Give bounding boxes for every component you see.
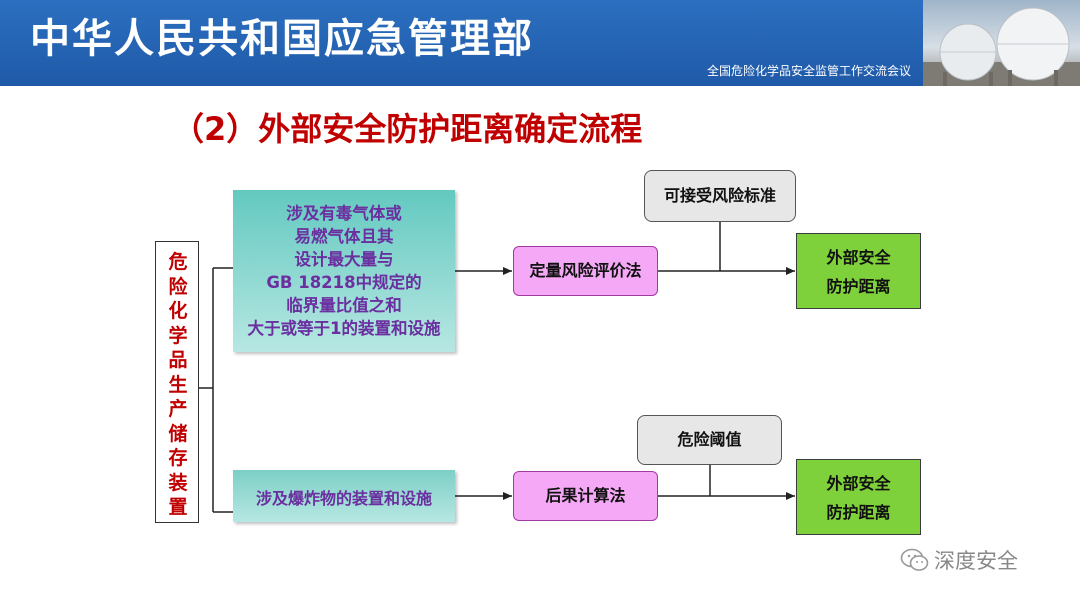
wechat-icon <box>900 547 930 578</box>
result-external-safety-distance-top: 外部安全 防护距离 <box>796 233 921 309</box>
vertical-char: 品 <box>168 349 188 371</box>
result-line: 防护距离 <box>826 503 891 522</box>
header-banner: 中华人民共和国应急管理部 全国危险化学品安全监管工作交流会议 <box>0 0 923 86</box>
hazardous-installation-box: 危险化学品生产储存装置 <box>155 241 199 523</box>
vertical-char: 存 <box>168 447 188 469</box>
vertical-char: 储 <box>168 422 188 445</box>
vertical-char: 危 <box>168 251 188 273</box>
method-consequence-calculation: 后果计算法 <box>513 471 658 521</box>
result-external-safety-distance-bottom: 外部安全 防护距离 <box>796 459 921 535</box>
vertical-char: 学 <box>168 324 188 347</box>
header-subtitle: 全国危险化学品安全监管工作交流会议 <box>706 64 911 78</box>
condition-toxic-flammable-text: 涉及有毒气体或 易燃气体且其 设计最大量与 GB 18218中规定的 临界量比值… <box>233 202 455 340</box>
watermark: 深度安全 <box>900 545 1018 578</box>
condition-explosives: 涉及爆炸物的装置和设施 <box>233 470 455 522</box>
condition-line: 临界量比值之和 <box>286 296 402 315</box>
method-quantitative-risk-assessment: 定量风险评价法 <box>513 246 658 296</box>
page-title: （2）外部安全防护距离确定流程 <box>172 110 643 148</box>
vertical-char: 险 <box>168 275 188 298</box>
vertical-char: 产 <box>168 398 188 420</box>
vertical-char: 装 <box>168 471 188 494</box>
result-line: 防护距离 <box>826 277 891 296</box>
condition-line: 易燃气体且其 <box>294 227 394 246</box>
condition-line: 大于或等于1的装置和设施 <box>247 319 441 338</box>
vertical-char: 化 <box>168 300 188 322</box>
condition-line: 设计最大量与 <box>294 250 394 269</box>
result-line: 外部安全 <box>826 248 891 267</box>
result-line: 外部安全 <box>826 474 891 493</box>
condition-toxic-flammable: 涉及有毒气体或 易燃气体且其 设计最大量与 GB 18218中规定的 临界量比值… <box>233 190 455 352</box>
condition-line: 涉及有毒气体或 <box>286 204 402 223</box>
watermark-text: 深度安全 <box>934 549 1018 573</box>
criteria-hazard-threshold: 危险阈值 <box>637 415 782 465</box>
criteria-acceptable-risk: 可接受风险标准 <box>644 170 796 222</box>
vertical-char: 生 <box>168 373 188 396</box>
hazardous-installation-label: 危险化学品生产储存装置 <box>156 250 200 520</box>
vertical-char: 置 <box>168 496 188 518</box>
header-title: 中华人民共和国应急管理部 <box>30 16 534 62</box>
condition-line: GB 18218中规定的 <box>266 273 422 292</box>
brace-connector <box>199 267 233 513</box>
storage-tanks-photo <box>923 0 1080 86</box>
condition-explosives-text: 涉及爆炸物的装置和设施 <box>255 489 432 508</box>
